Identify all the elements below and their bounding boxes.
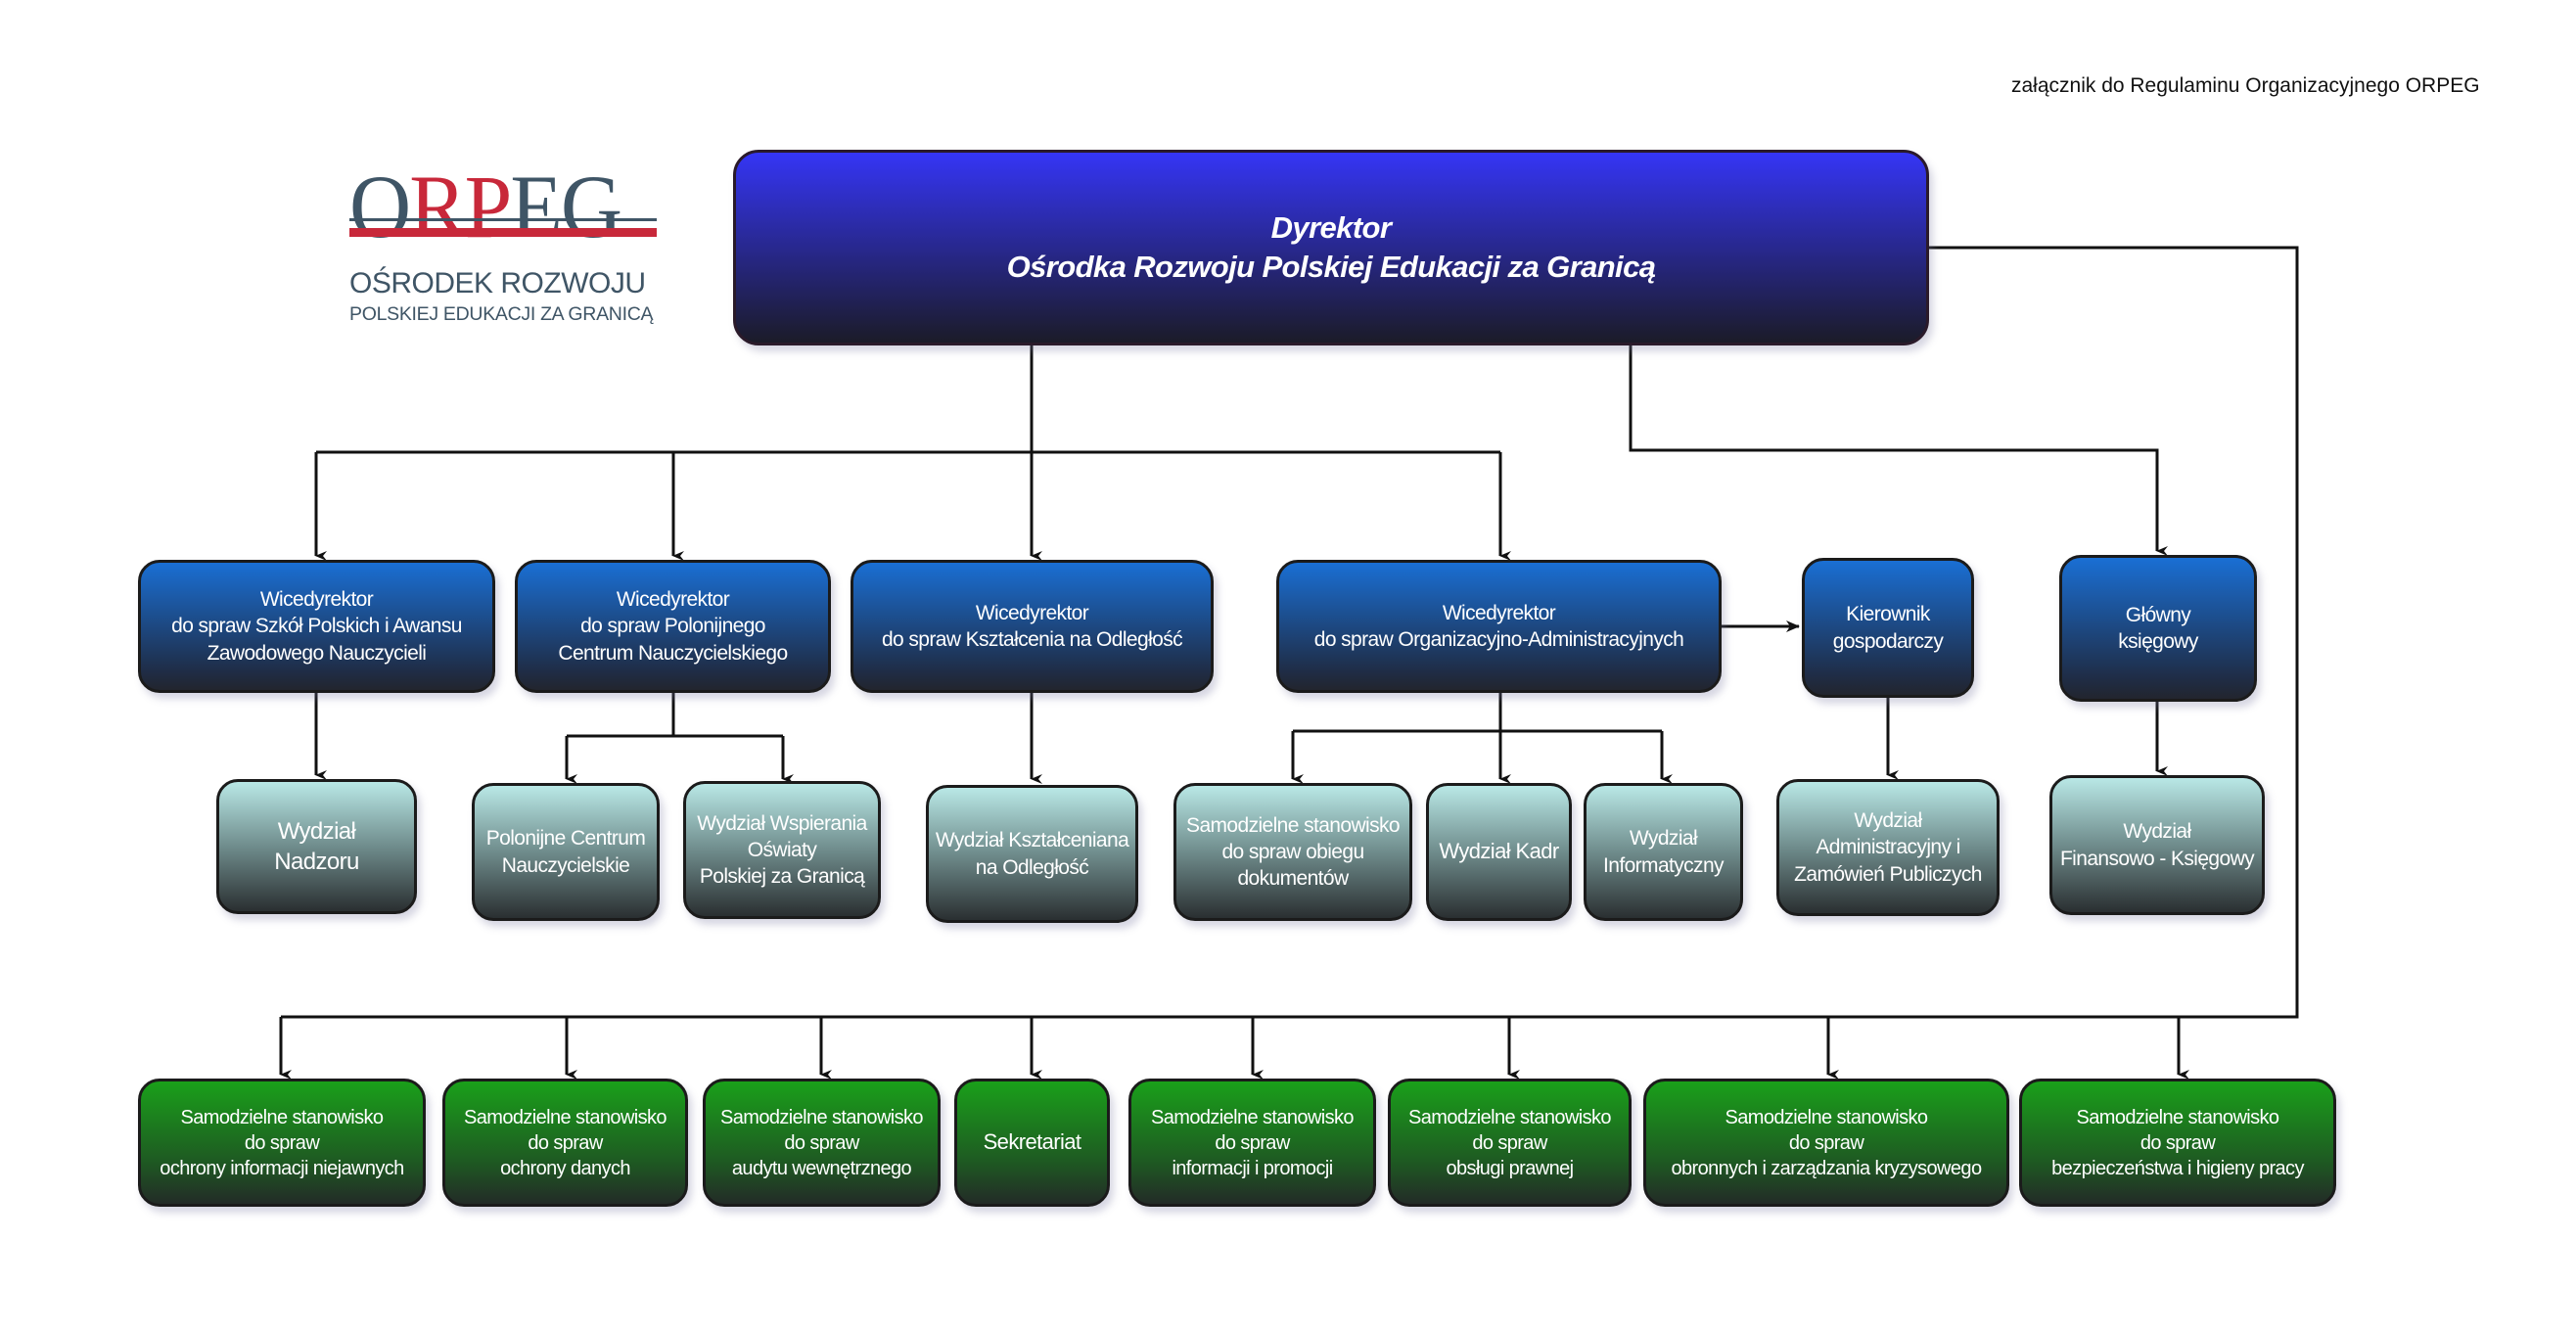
admin-procurement-dept-box[interactable]: Wydział Administracyjny i Zamówień Publi…	[1776, 779, 2000, 916]
defense-crisis-post-box[interactable]: Samodzielne stanowisko do spraw obronnyc…	[1643, 1079, 2009, 1207]
chief-accountant-box[interactable]: Główny księgowy	[2059, 555, 2257, 702]
classified-info-post-box[interactable]: Samodzielne stanowisko do spraw ochrony …	[138, 1079, 426, 1207]
finance-accounting-dept-box[interactable]: Wydział Finansowo - Księgowy	[2049, 775, 2265, 915]
annex-note: załącznik do Regulaminu Organizacyjnego …	[2011, 74, 2480, 97]
legal-services-post-box[interactable]: Samodzielne stanowisko do spraw obsługi …	[1388, 1079, 1632, 1207]
education-support-dept-box[interactable]: Wydział Wspierania Oświaty Polskiej za G…	[683, 781, 881, 919]
director-box[interactable]: Dyrektor Ośrodka Rozwoju Polskiej Edukac…	[733, 150, 1929, 345]
deputy-administration-box[interactable]: Wicedyrektor do spraw Organizacyjno-Admi…	[1276, 560, 1722, 693]
supervision-dept-box[interactable]: Wydział Nadzoru	[216, 779, 417, 914]
orpeg-logo: ORPEG OŚRODEK ROZWOJU POLSKIEJ EDUKACJI …	[349, 161, 663, 333]
logo-line-2: POLSKIEJ EDUKACJI ZA GRANICĄ	[349, 303, 654, 325]
hr-dept-box[interactable]: Wydział Kadr	[1426, 783, 1572, 921]
secretariat-box[interactable]: Sekretariat	[954, 1079, 1110, 1207]
deputy-polonia-box[interactable]: Wicedyrektor do spraw Polonijnego Centru…	[515, 560, 831, 693]
deputy-distance-learning-box[interactable]: Wicedyrektor do spraw Kształcenia na Odl…	[851, 560, 1214, 693]
internal-audit-post-box[interactable]: Samodzielne stanowisko do spraw audytu w…	[703, 1079, 941, 1207]
deputy-schools-box[interactable]: Wicedyrektor do spraw Szkół Polskich i A…	[138, 560, 495, 693]
it-dept-box[interactable]: Wydział Informatyczny	[1584, 783, 1743, 921]
health-safety-post-box[interactable]: Samodzielne stanowisko do spraw bezpiecz…	[2019, 1079, 2336, 1207]
facilities-manager-box[interactable]: Kierownik gospodarczy	[1802, 558, 1974, 698]
data-protection-post-box[interactable]: Samodzielne stanowisko do spraw ochrony …	[442, 1079, 688, 1207]
information-promotion-post-box[interactable]: Samodzielne stanowisko do spraw informac…	[1128, 1079, 1376, 1207]
document-flow-post-box[interactable]: Samodzielne stanowisko do spraw obiegu d…	[1173, 783, 1412, 921]
distance-learning-dept-box[interactable]: Wydział Kształceniana na Odległość	[926, 785, 1138, 923]
logo-line-1: OŚRODEK ROZWOJU	[349, 267, 646, 299]
polonia-teacher-center-box[interactable]: Polonijne Centrum Nauczycielskie	[472, 783, 660, 921]
